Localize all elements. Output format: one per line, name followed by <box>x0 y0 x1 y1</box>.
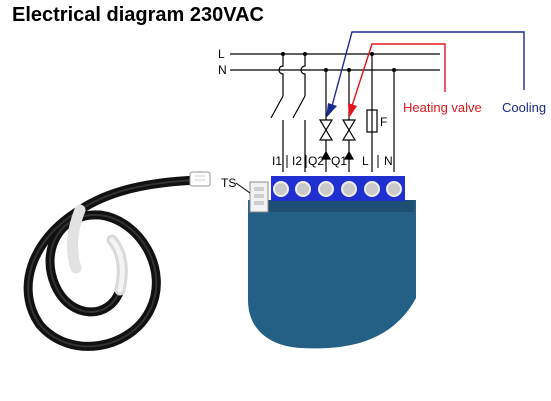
terminal-label-i2: I2 <box>292 154 302 168</box>
junction-dots <box>281 52 396 72</box>
screw-i1 <box>273 181 289 197</box>
terminal-strip <box>271 176 405 201</box>
heating-valve-label: Heating valve <box>403 100 482 115</box>
valve-icon-q1 <box>341 119 357 141</box>
output-arrows <box>320 150 355 172</box>
supply-lines <box>230 53 440 71</box>
valve-icon-q2 <box>318 119 334 141</box>
heating-wire <box>351 43 446 107</box>
terminal-label-q1: Q1 <box>331 154 347 168</box>
heating-arrowhead <box>348 103 357 118</box>
screw-n <box>386 181 402 197</box>
terminal-label-n: N <box>384 154 393 168</box>
cooling-arrowhead <box>326 103 337 118</box>
cooling-valve-label: Cooling <box>502 100 546 115</box>
terminal-label-i1: I1 <box>272 154 282 168</box>
screw-q1 <box>341 181 357 197</box>
wiring <box>270 54 395 172</box>
screw-q2 <box>318 181 334 197</box>
screw-i2 <box>295 181 311 197</box>
screw-l <box>364 181 380 197</box>
cooling-wire <box>331 31 525 107</box>
terminal-label-l: L <box>362 154 369 168</box>
terminal-screws <box>273 181 402 197</box>
page-title: Electrical diagram 230VAC <box>12 4 264 26</box>
live-label: L <box>218 47 225 61</box>
terminal-labels: I1 I2 Q2 Q1 L N <box>272 154 393 168</box>
switch-icon-i2 <box>292 95 306 172</box>
module-body <box>248 200 416 349</box>
neutral-label: N <box>218 63 227 77</box>
temperature-probe-icon <box>23 171 211 351</box>
switch-icon-i1 <box>270 95 284 172</box>
fuse-label: F <box>380 115 387 129</box>
terminal-label-q2: Q2 <box>308 154 324 168</box>
relay-module <box>248 176 416 349</box>
probe-label: TS <box>221 176 236 190</box>
fuse-icon <box>366 109 378 133</box>
probe-lead <box>235 182 251 194</box>
